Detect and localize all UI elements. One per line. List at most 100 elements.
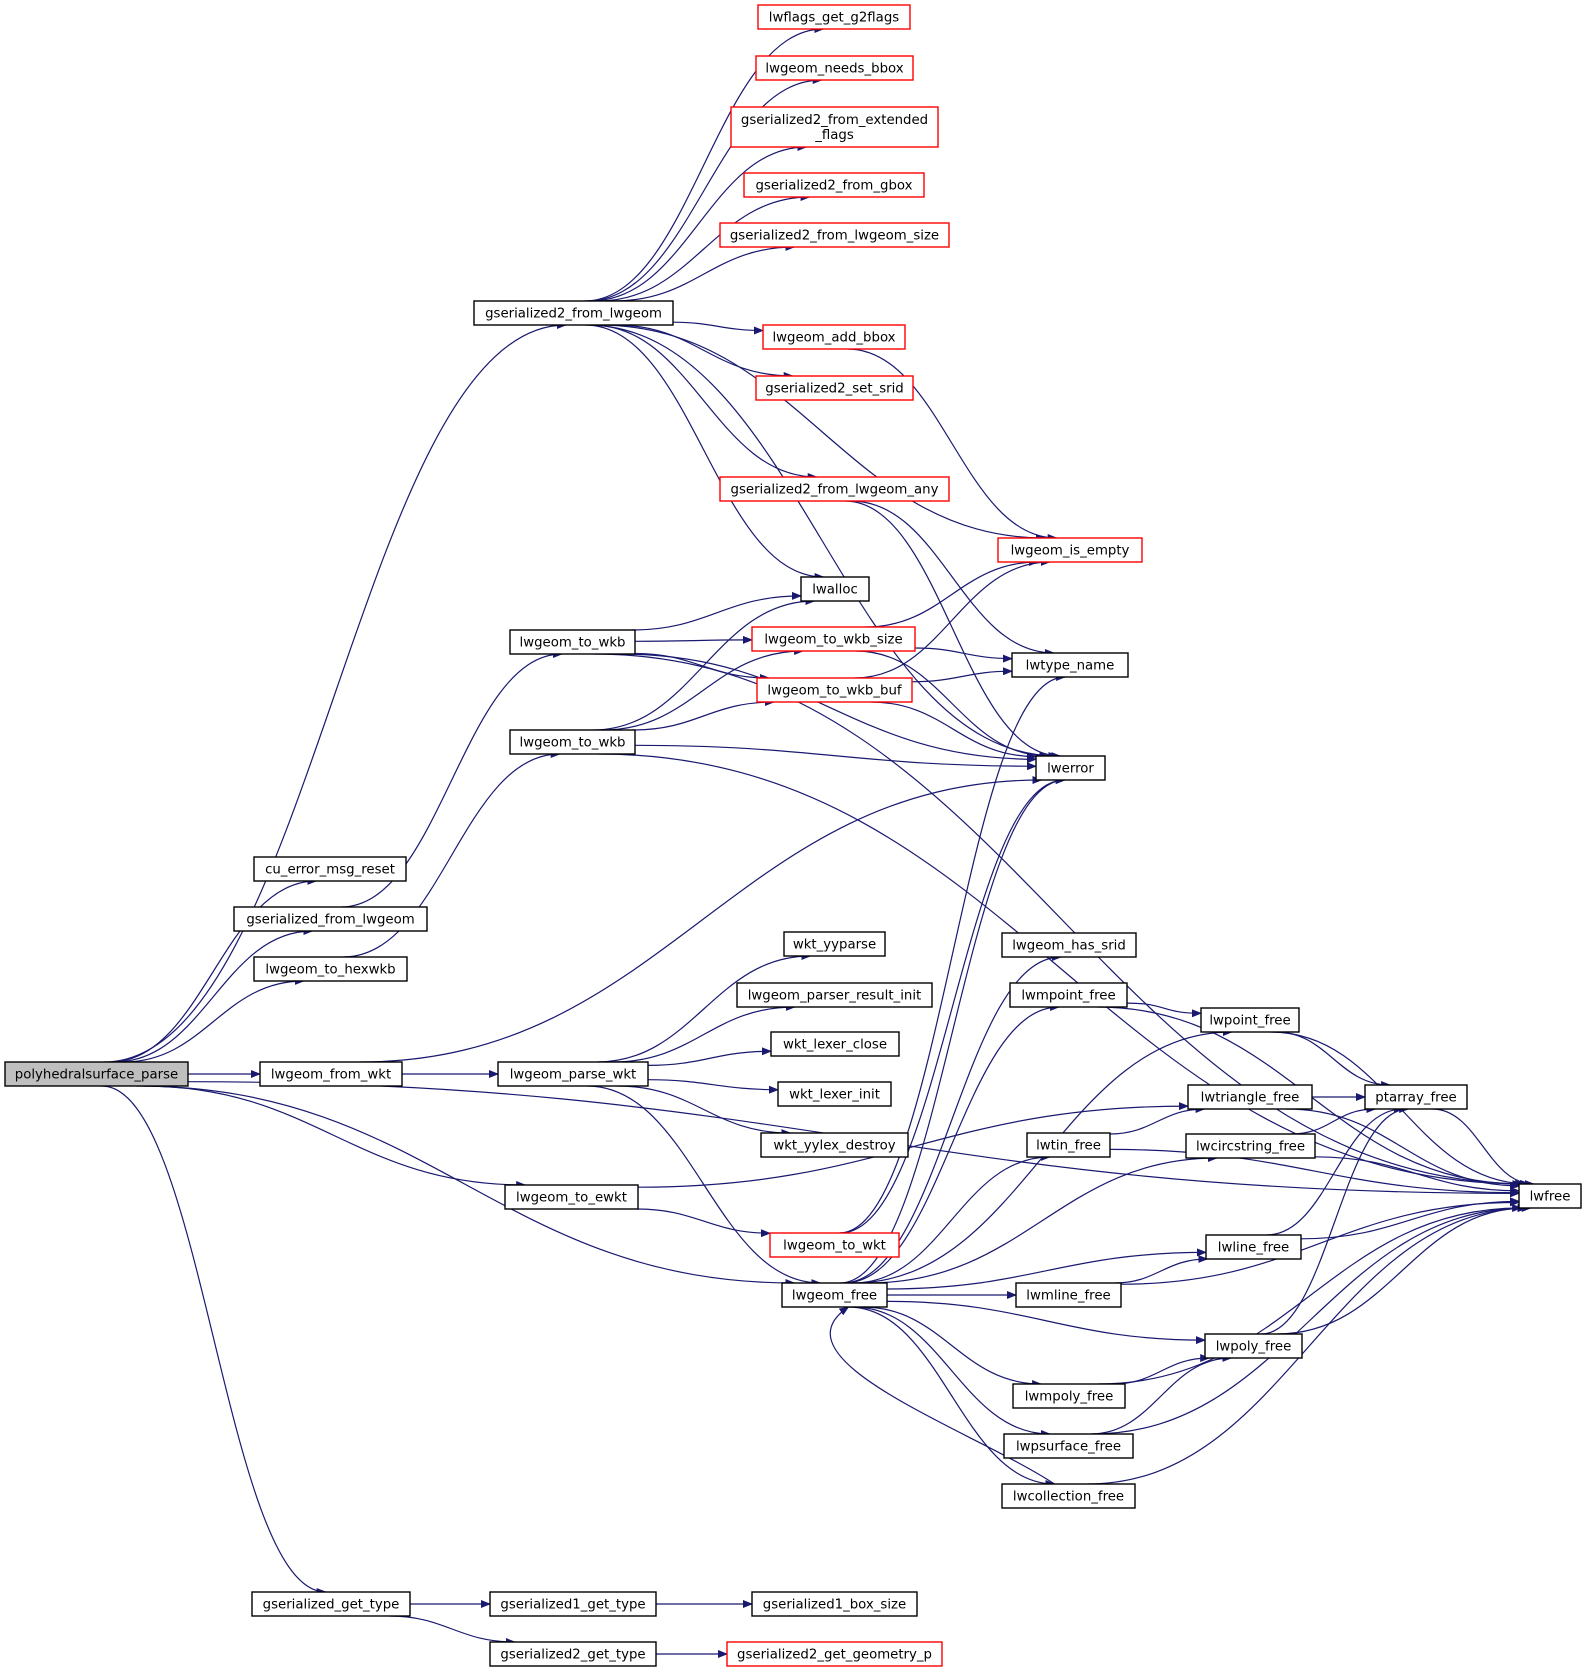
node-lwmpoly-free[interactable]: lwmpoly_free <box>1012 1383 1126 1409</box>
node-lwmline-free[interactable]: lwmline_free <box>1015 1282 1122 1308</box>
node-lwgeom-to-wkb-buf[interactable]: lwgeom_to_wkb_buf <box>756 677 913 703</box>
call-edge-gserialized2_from_lwgeom-to-lwalloc <box>584 324 825 581</box>
call-edge-lwpoly_free-to-lwfree <box>1277 1204 1528 1335</box>
node-lwpoint-free[interactable]: lwpoint_free <box>1200 1007 1300 1033</box>
call-arrow <box>613 243 796 302</box>
call-arrow <box>593 597 816 731</box>
call-edge-lwgeom_free-to-lwpsurface_free <box>853 1306 1051 1438</box>
node-polyhedralsurface-parse[interactable]: polyhedralsurface_parse <box>4 1061 189 1087</box>
node-lwfree[interactable]: lwfree <box>1518 1183 1582 1209</box>
node-lwpoly-free[interactable]: lwpoly_free <box>1204 1333 1303 1359</box>
node-ptarray-free[interactable]: ptarray_free <box>1364 1084 1468 1110</box>
call-edge-lwgeom_free-to-lwcircstring_free <box>867 1154 1218 1284</box>
node-gserialized2-get-geometry-p[interactable]: gserialized2_get_geometry_p <box>726 1641 943 1667</box>
node-gserialized2-from-lwgeom-size[interactable]: gserialized2_from_lwgeom_size <box>719 222 950 248</box>
node-lwcircstring-free[interactable]: lwcircstring_free <box>1185 1133 1316 1159</box>
node-label: lwgeom_is_empty <box>1011 544 1130 559</box>
node-box <box>769 1232 900 1258</box>
node-cu-error-msg-reset[interactable]: cu_error_msg_reset <box>253 856 407 882</box>
node-box <box>1009 982 1128 1008</box>
call-arrow <box>123 977 305 1063</box>
call-edge-lwgeom_to_wkb_a-to-lwgeom_to_wkb_buf <box>634 652 770 682</box>
call-edge-lwgeom_to_wkb_b-to-lwgeom_to_wkb_size <box>602 647 805 731</box>
node-lwpsurface-free[interactable]: lwpsurface_free <box>1003 1433 1134 1459</box>
node-label: gserialized1_box_size <box>763 1598 906 1613</box>
node-box <box>259 1061 403 1087</box>
node-label: gserialized1_get_type <box>500 1598 645 1613</box>
node-gserialized-from-lwgeom[interactable]: gserialized_from_lwgeom <box>233 906 428 932</box>
call-arrow <box>1275 1031 1392 1089</box>
node-box <box>783 931 886 957</box>
node-lwgeom-to-wkb-size[interactable]: lwgeom_to_wkb_size <box>751 626 916 652</box>
node-box <box>253 956 408 982</box>
node-lwcollection-free[interactable]: lwcollection_free <box>1001 1483 1136 1509</box>
node-lwgeom-to-hexwkb[interactable]: lwgeom_to_hexwkb <box>253 956 408 982</box>
node-gserialized2-from-extended-flags[interactable]: gserialized2_from_extended_flags <box>730 106 939 148</box>
node-wkt-yyparse[interactable]: wkt_yyparse <box>783 931 886 957</box>
node-lwtriangle-free[interactable]: lwtriangle_free <box>1187 1084 1313 1110</box>
call-arrow <box>602 647 805 731</box>
call-edge-gserialized2_from_lwgeom-to-lwflags_get_g2flags <box>584 25 825 302</box>
node-gserialized2-from-gbox[interactable]: gserialized2_from_gbox <box>743 172 925 198</box>
call-edge-polyhedralsurface_parse-to-gserialized_get_type <box>101 1085 327 1596</box>
node-label: gserialized_from_lwgeom <box>246 913 414 928</box>
call-edge-lwgeom_add_bbox-to-lwgeom_is_empty <box>847 348 1058 542</box>
call-edge-lwpoly_free-to-ptarray_free <box>1261 1105 1410 1335</box>
call-edge-gserialized2_from_lwgeom-to-lwgeom_add_bbox <box>672 321 764 335</box>
node-lwgeom-needs-bbox[interactable]: lwgeom_needs_bbox <box>755 55 914 81</box>
node-lwflags-get-g2flags[interactable]: lwflags_get_g2flags <box>757 4 911 30</box>
node-gserialized2-get-type[interactable]: gserialized2_get_type <box>489 1641 657 1667</box>
call-arrow <box>1261 1105 1410 1335</box>
node-lwalloc[interactable]: lwalloc <box>800 576 870 602</box>
node-label: lwgeom_to_wkt <box>783 1239 886 1254</box>
node-gserialized2-from-lwgeom-any[interactable]: gserialized2_from_lwgeom_any <box>719 476 950 502</box>
node-label: lwgeom_to_wkb_size <box>764 633 902 648</box>
node-label: lwgeom_parse_wkt <box>510 1068 637 1083</box>
node-box <box>736 982 933 1008</box>
node-label: lwtriangle_free <box>1201 1091 1300 1106</box>
call-edge-lwgeom_to_wkb_b-to-lwgeom_to_wkb_buf <box>632 698 775 731</box>
call-edge-lwcollection_free-to-lwgeom_free <box>829 1306 1055 1485</box>
node-gserialized2-from-lwgeom[interactable]: gserialized2_from_lwgeom <box>473 300 674 326</box>
node-box <box>751 626 916 652</box>
node-wkt-lexer-close[interactable]: wkt_lexer_close <box>770 1031 900 1057</box>
node-box <box>777 1081 892 1107</box>
node-lwline-free[interactable]: lwline_free <box>1205 1234 1302 1260</box>
node-lwgeom-free[interactable]: lwgeom_free <box>781 1282 888 1308</box>
node-lwgeom-is-empty[interactable]: lwgeom_is_empty <box>997 537 1143 563</box>
call-arrow <box>590 143 808 302</box>
call-arrow <box>586 324 1059 760</box>
node-lwtin-free[interactable]: lwtin_free <box>1026 1132 1111 1158</box>
call-edge-lwgeom_to_wkt-to-lwerror <box>840 776 1066 1234</box>
node-label: gserialized2_get_geometry_p <box>737 1648 932 1663</box>
node-lwerror[interactable]: lwerror <box>1035 755 1106 781</box>
call-edge-lwgeom_free-to-lwpoly_free <box>886 1300 1206 1345</box>
node-lwgeom-add-bbox[interactable]: lwgeom_add_bbox <box>762 324 906 350</box>
call-edge-lwgeom_parse_wkt-to-wkt_yylex_destroy <box>617 1085 792 1137</box>
node-gserialized1-box-size[interactable]: gserialized1_box_size <box>751 1591 918 1617</box>
node-lwgeom-to-wkb-a[interactable]: lwgeom_to_wkb <box>509 629 636 655</box>
node-lwgeom-to-ewkt[interactable]: lwgeom_to_ewkt <box>504 1184 639 1210</box>
node-lwgeom-has-srid[interactable]: lwgeom_has_srid <box>1001 932 1137 958</box>
call-arrow <box>142 1085 527 1189</box>
node-gserialized-get-type[interactable]: gserialized_get_type <box>251 1591 411 1617</box>
node-lwgeom-parser-result-init[interactable]: lwgeom_parser_result_init <box>736 982 933 1008</box>
node-lwtype-name[interactable]: lwtype_name <box>1011 652 1129 678</box>
node-lwgeom-to-wkt[interactable]: lwgeom_to_wkt <box>769 1232 900 1258</box>
node-lwmpoint-free[interactable]: lwmpoint_free <box>1009 982 1128 1008</box>
node-box <box>719 222 950 248</box>
node-wkt-yylex-destroy[interactable]: wkt_yylex_destroy <box>760 1132 909 1158</box>
call-arrow <box>844 500 1062 760</box>
node-box <box>1001 932 1137 958</box>
node-lwgeom-parse-wkt[interactable]: lwgeom_parse_wkt <box>497 1061 649 1087</box>
node-box <box>757 4 911 30</box>
call-edge-lwgeom_to_wkb_size-to-lwgeom_is_empty <box>865 558 1040 628</box>
node-gserialized2-set-srid[interactable]: gserialized2_set_srid <box>755 375 914 401</box>
call-edge-lwmline_free-to-lwfree <box>1120 1198 1520 1285</box>
node-label: gserialized2_get_type <box>500 1648 645 1663</box>
node-wkt-lexer-init[interactable]: wkt_lexer_init <box>777 1081 892 1107</box>
node-lwgeom-from-wkt[interactable]: lwgeom_from_wkt <box>259 1061 403 1087</box>
call-arrow <box>672 321 764 335</box>
node-gserialized1-get-type[interactable]: gserialized1_get_type <box>489 1591 657 1617</box>
node-lwgeom-to-wkb-b[interactable]: lwgeom_to_wkb <box>509 729 636 755</box>
